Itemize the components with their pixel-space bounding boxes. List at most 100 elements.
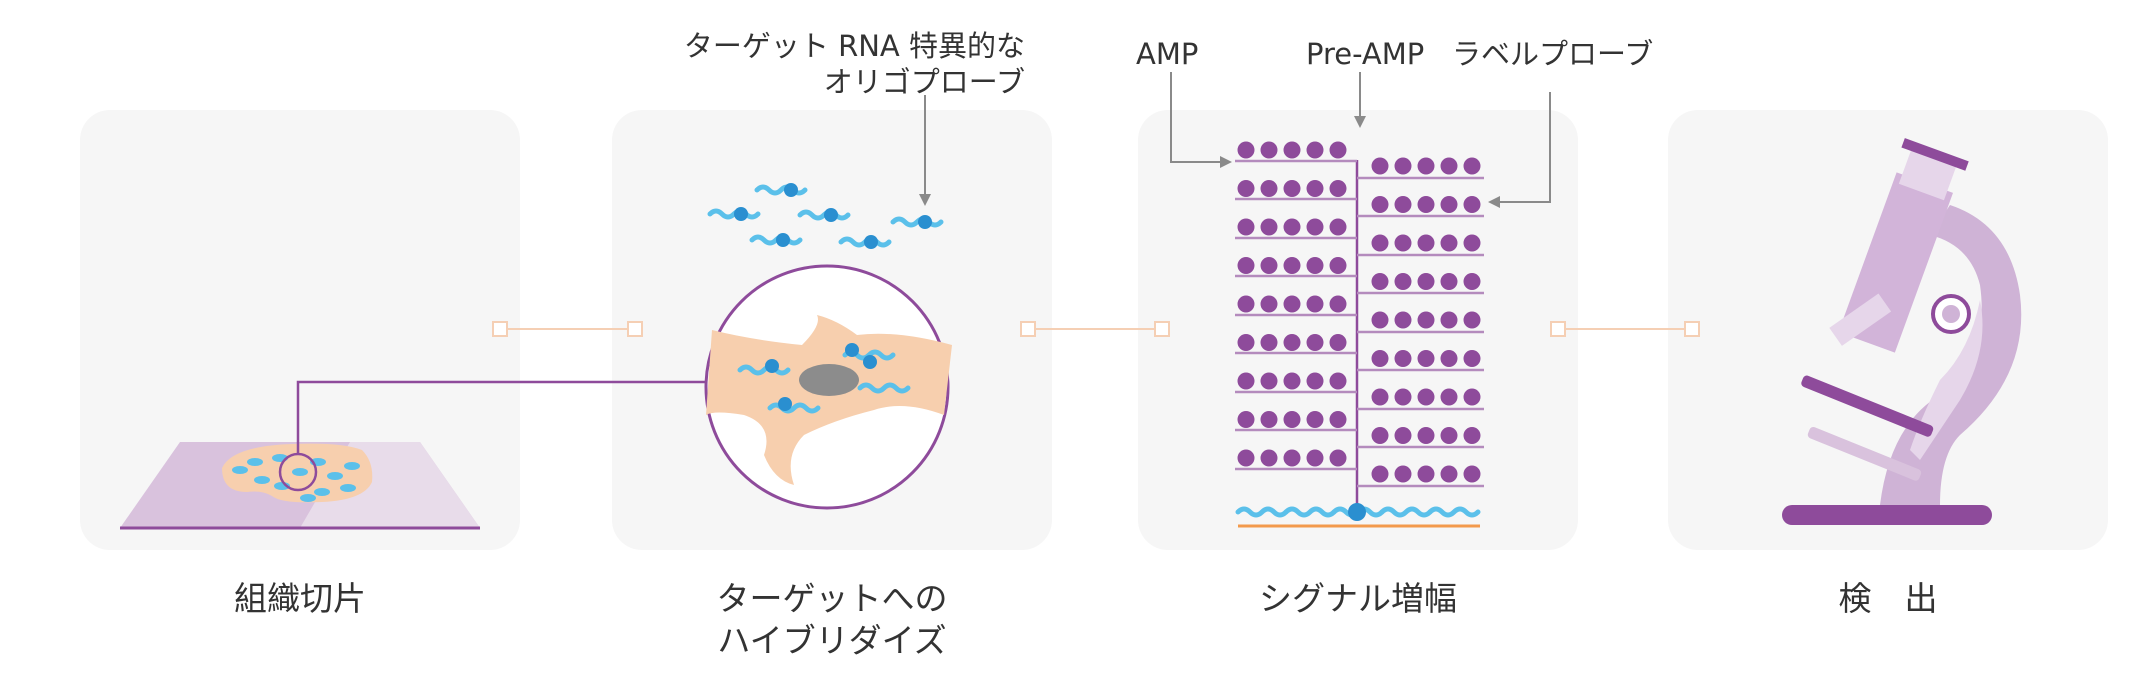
label-probe-dot — [1283, 295, 1301, 313]
label-probe-dot — [1417, 273, 1435, 290]
label-probe-dot — [1371, 350, 1389, 367]
label-probe-dot — [1260, 449, 1278, 467]
label-probe-dot — [1463, 427, 1481, 444]
connector-2-3 — [1020, 321, 1170, 337]
label-probe-dot — [1417, 388, 1435, 406]
label-probe-dot — [1260, 372, 1278, 390]
label-probe-dot — [1440, 273, 1458, 290]
panel-label-hybridization: ターゲットへの ハイブリダイズ — [716, 579, 948, 660]
label-probe-dot — [1463, 311, 1481, 329]
label-probe-dot — [1329, 141, 1347, 159]
label-probe-dot — [1394, 196, 1412, 213]
label-probe-dot — [1394, 427, 1412, 444]
pre-amp-annotation-arrow — [1354, 72, 1366, 128]
label-probe-dot — [1283, 334, 1301, 351]
label-probe-dot — [1394, 388, 1412, 406]
label-probe-annotation-label: ラベルプローブ — [1452, 37, 1654, 71]
label-probe-dot — [1417, 196, 1435, 213]
label-probe-dot — [1260, 411, 1278, 428]
label-probe-dot — [1417, 465, 1435, 483]
label-probe-dot — [1329, 449, 1347, 467]
label-probe-dot — [1283, 218, 1301, 236]
label-probe-dot — [1283, 411, 1301, 428]
label-probe-dot — [1371, 311, 1389, 329]
label-probe-dot — [1260, 334, 1278, 351]
label-probe-annotation-arrow — [1488, 92, 1551, 208]
panel-label-tissue-section: 組織切片 — [234, 579, 366, 618]
cell-magnified-icon — [704, 264, 952, 510]
label-probe-dot — [1237, 411, 1255, 428]
microscope-icon — [1782, 138, 2022, 525]
connector-3-4 — [1550, 321, 1700, 337]
label-probe-dot — [1394, 465, 1412, 483]
label-probe-dot — [1463, 234, 1481, 252]
probe-cluster — [710, 183, 941, 249]
label-probe-dot — [1306, 218, 1324, 236]
panel-1-background — [80, 110, 520, 550]
label-probe-dot — [1306, 295, 1324, 313]
label-probe-dot — [1237, 295, 1255, 313]
label-probe-dot — [1371, 465, 1389, 483]
label-probe-dot — [1463, 196, 1481, 213]
label-probe-dot — [1417, 427, 1435, 444]
label-probe-dot — [1394, 273, 1412, 290]
label-probe-dot — [1371, 388, 1389, 406]
label-probe-dot — [1306, 257, 1324, 274]
label-probe-dot — [1417, 234, 1435, 252]
label-probe-dot — [1237, 372, 1255, 390]
amp-annotation-arrow — [1170, 72, 1232, 168]
label-probe-dot — [1237, 449, 1255, 467]
label-probe-dot — [1260, 218, 1278, 236]
label-probe-dot — [1440, 350, 1458, 367]
label-probe-dot — [1463, 465, 1481, 483]
label-probe-dot — [1260, 141, 1278, 159]
amp-annotation-label: AMP — [1136, 37, 1199, 71]
label-probe-dot — [1440, 465, 1458, 483]
label-probe-dot — [1463, 350, 1481, 367]
label-probe-dot — [1283, 180, 1301, 197]
label-probe-dot — [1371, 234, 1389, 252]
label-probe-dot — [1329, 372, 1347, 390]
label-probe-dot — [1283, 372, 1301, 390]
label-probe-dot — [1440, 196, 1458, 213]
label-probe-dot — [1237, 334, 1255, 351]
label-probe-dot — [1283, 141, 1301, 159]
label-probe-dot — [1237, 141, 1255, 159]
label-probe-dot — [1306, 372, 1324, 390]
label-probe-dot — [1260, 257, 1278, 274]
label-probe-dot — [1283, 449, 1301, 467]
label-probe-dot — [1329, 257, 1347, 274]
label-probe-dot — [1306, 334, 1324, 351]
label-probe-dot — [1417, 311, 1435, 329]
label-probe-dot — [1329, 295, 1347, 313]
label-probe-dot — [1371, 196, 1389, 213]
label-probe-dot — [1440, 388, 1458, 406]
label-probe-dot — [1463, 157, 1481, 175]
label-probe-dot — [1237, 257, 1255, 274]
label-probe-dot — [1463, 273, 1481, 290]
label-probe-dot — [1260, 295, 1278, 313]
label-probe-dot — [1394, 311, 1412, 329]
pre-amp-annotation-label: Pre-AMP — [1306, 37, 1425, 71]
label-probe-dot — [1440, 427, 1458, 444]
label-probe-dot — [1394, 234, 1412, 252]
panel-label-signal-amplification: シグナル増幅 — [1259, 579, 1457, 618]
label-probe-dot — [1463, 388, 1481, 406]
label-probe-dot — [1237, 180, 1255, 197]
label-probe-dot — [1306, 180, 1324, 197]
label-probe-dot — [1329, 180, 1347, 197]
label-probe-dot — [1440, 234, 1458, 252]
label-probe-dot — [1440, 311, 1458, 329]
probe-annotation-arrow — [919, 95, 931, 206]
label-probe-dot — [1371, 157, 1389, 175]
label-probe-dot — [1260, 180, 1278, 197]
label-probe-dot — [1306, 141, 1324, 159]
label-probe-dot — [1371, 273, 1389, 290]
probe-annotation-label: ターゲット RNA 特異的な オリゴプローブ — [683, 29, 1025, 99]
label-probe-dot — [1329, 334, 1347, 351]
label-probe-dot — [1371, 427, 1389, 444]
label-probe-dot — [1394, 157, 1412, 175]
label-probe-dot — [1394, 350, 1412, 367]
label-probe-dot — [1283, 257, 1301, 274]
